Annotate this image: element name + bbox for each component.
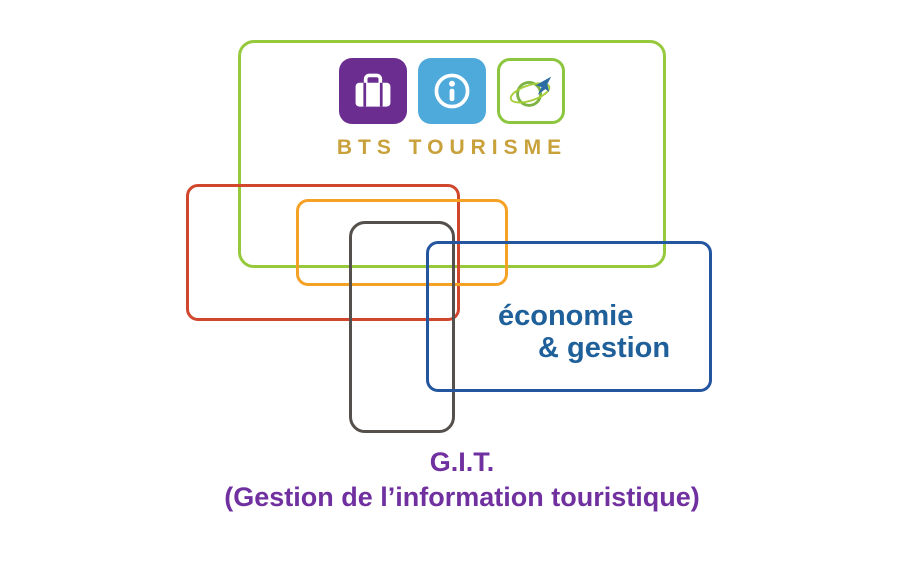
bts-tourisme-label: BTS TOURISME: [336, 136, 568, 159]
logo-icons-row: [339, 58, 565, 124]
gestion-line: & gestion: [538, 332, 671, 365]
caption-subtitle: (Gestion de l’information touristique): [224, 482, 700, 512]
info-icon: [418, 58, 486, 124]
bts-tourisme-logo: BTS TOURISME: [238, 58, 666, 160]
suitcase-icon: [339, 58, 407, 124]
globe-plane-icon: [497, 58, 565, 124]
economie-line: économie: [498, 300, 634, 332]
frame-dark: [349, 221, 455, 433]
caption-title: G.I.T.: [429, 447, 495, 477]
frame-economie-gestion: [426, 241, 712, 392]
frame-red: [186, 184, 460, 321]
economie-gestion-wordmark: économie & gestion: [498, 300, 670, 365]
